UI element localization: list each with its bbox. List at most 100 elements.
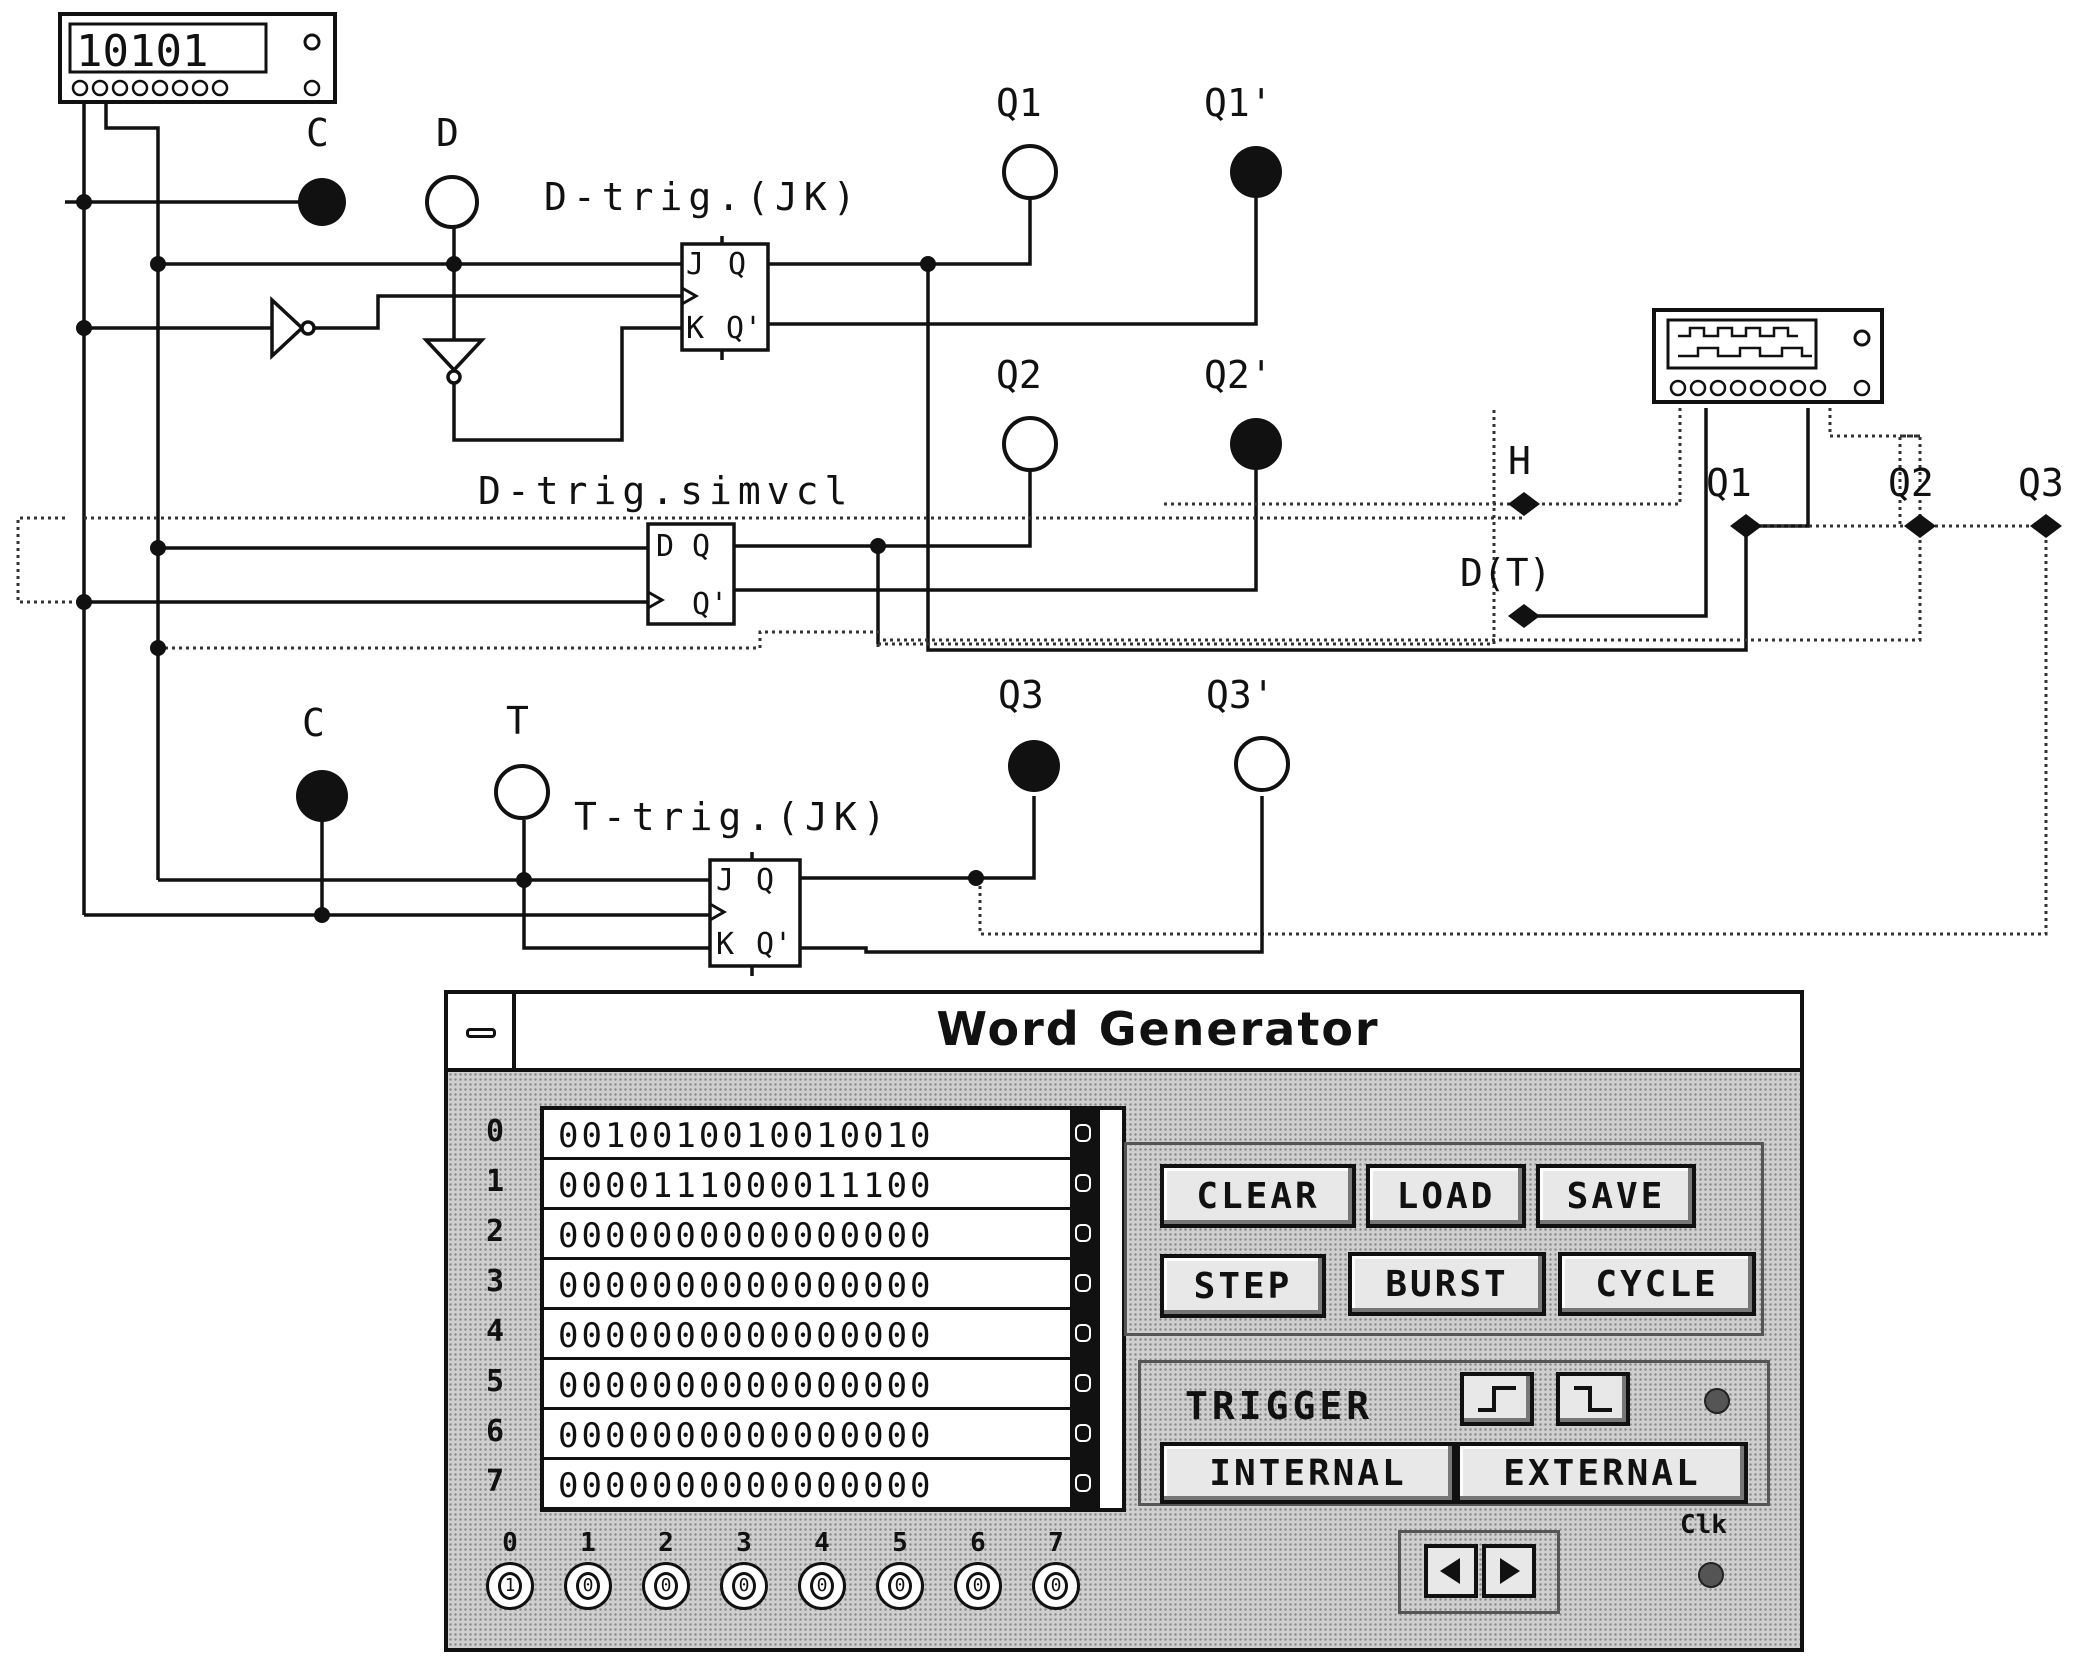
- output-number: 4: [814, 1528, 830, 1558]
- output-value: 0: [654, 1572, 678, 1600]
- word-list[interactable]: 0010010010010010 0000111000011100 00000000…: [540, 1106, 1100, 1512]
- word-index: 0: [486, 1114, 505, 1149]
- output-number: 5: [892, 1528, 908, 1558]
- word-value[interactable]: 0000000000000000: [558, 1216, 934, 1256]
- indicator-t[interactable]: [494, 764, 550, 820]
- pin-q: Q: [728, 247, 746, 282]
- output-number: 1: [580, 1528, 596, 1558]
- output-terminal[interactable]: 1: [486, 1562, 534, 1610]
- logic-analyzer-instrument[interactable]: [1652, 308, 1884, 404]
- word-index: 5: [486, 1364, 505, 1399]
- d-trig-simvol-label: D-trig.simvcl: [478, 469, 853, 513]
- row-marker-icon: [1070, 1260, 1096, 1307]
- indicator-c-top[interactable]: [298, 178, 346, 226]
- clock-label: Clk: [1680, 1510, 1727, 1540]
- increase-button[interactable]: [1482, 1544, 1536, 1598]
- word-index: 3: [486, 1264, 505, 1299]
- word-index: 6: [486, 1414, 505, 1449]
- label-q1-inverted: Q1': [1204, 81, 1273, 125]
- indicator-q1[interactable]: [1002, 144, 1058, 200]
- indicator-q3-inverted[interactable]: [1234, 736, 1290, 792]
- word-generator-instrument[interactable]: 10101: [58, 12, 337, 104]
- output-terminal[interactable]: 0: [876, 1562, 924, 1610]
- output-value: 0: [966, 1572, 990, 1600]
- window-title-bar[interactable]: Word Generator: [448, 994, 1800, 1072]
- t-trigger-jk-flipflop[interactable]: J Q K Q': [708, 852, 802, 976]
- d-trigger-jk-flipflop[interactable]: J Q K Q': [680, 236, 770, 360]
- falling-edge-button[interactable]: [1556, 1372, 1630, 1426]
- word-row[interactable]: 0000111000011100: [544, 1160, 1096, 1210]
- pin-q: Q: [756, 863, 774, 898]
- system-menu-button[interactable]: [448, 994, 516, 1068]
- pin-k: K: [686, 311, 704, 346]
- row-marker-icon: [1070, 1160, 1096, 1207]
- label-q3: Q3: [998, 673, 1044, 717]
- indicator-q3[interactable]: [1008, 740, 1060, 792]
- word-row[interactable]: 0010010010010010: [544, 1110, 1096, 1160]
- output-terminal[interactable]: 0: [1032, 1562, 1080, 1610]
- cycle-button[interactable]: CYCLE: [1558, 1252, 1756, 1316]
- word-value[interactable]: 0000000000000000: [558, 1266, 934, 1306]
- output-terminal[interactable]: 0: [798, 1562, 846, 1610]
- clear-button[interactable]: CLEAR: [1160, 1164, 1356, 1228]
- decrease-button[interactable]: [1424, 1544, 1478, 1598]
- word-value[interactable]: 0000000000000000: [558, 1416, 934, 1456]
- output-value: 0: [732, 1572, 756, 1600]
- label-c: C: [306, 111, 329, 155]
- output-terminal[interactable]: 0: [720, 1562, 768, 1610]
- indicator-c-bottom[interactable]: [296, 770, 348, 822]
- word-index: 1: [486, 1164, 505, 1199]
- output-terminal[interactable]: 0: [564, 1562, 612, 1610]
- word-value[interactable]: 0000111000011100: [558, 1166, 934, 1206]
- word-value[interactable]: 0000000000000000: [558, 1366, 934, 1406]
- indicator-d[interactable]: [425, 175, 479, 229]
- word-index: 2: [486, 1214, 505, 1249]
- burst-button[interactable]: BURST: [1348, 1252, 1546, 1316]
- indicator-q1-inverted[interactable]: [1230, 146, 1282, 198]
- internal-button[interactable]: INTERNAL: [1160, 1442, 1456, 1504]
- word-value[interactable]: 0010010010010010: [558, 1116, 934, 1156]
- output-terminal[interactable]: 0: [642, 1562, 690, 1610]
- pin-d: D: [656, 529, 674, 564]
- word-row[interactable]: 0000000000000000: [544, 1460, 1096, 1510]
- word-index: 7: [486, 1464, 505, 1499]
- row-marker-icon: [1070, 1110, 1096, 1157]
- external-button[interactable]: EXTERNAL: [1456, 1442, 1748, 1504]
- trigger-group: [1138, 1360, 1770, 1506]
- load-button[interactable]: LOAD: [1366, 1164, 1526, 1228]
- pin-k: K: [716, 927, 734, 962]
- word-value[interactable]: 0000000000000000: [558, 1466, 934, 1506]
- scope-label-q1: Q1: [1706, 461, 1752, 505]
- word-row[interactable]: 0000000000000000: [544, 1210, 1096, 1260]
- inverter-gate: [421, 338, 487, 385]
- step-button[interactable]: STEP: [1160, 1254, 1326, 1318]
- label-h: H: [1508, 439, 1531, 483]
- t-trig-jk-label: T-trig.(JK): [574, 795, 892, 839]
- indicator-q2-inverted[interactable]: [1230, 418, 1282, 470]
- triangle-left-icon: [1440, 1558, 1460, 1584]
- output-number: 0: [502, 1528, 518, 1558]
- rising-edge-icon: [1478, 1386, 1516, 1412]
- indicator-q2[interactable]: [1002, 416, 1058, 472]
- row-marker-icon: [1070, 1410, 1096, 1457]
- label-c-bottom: C: [302, 701, 325, 745]
- word-row[interactable]: 0000000000000000: [544, 1260, 1096, 1310]
- word-row[interactable]: 0000000000000000: [544, 1360, 1096, 1410]
- circuit-schematic: 10101: [16, 12, 2064, 976]
- falling-edge-icon: [1574, 1386, 1612, 1412]
- d-trigger-flipflop[interactable]: D Q Q': [646, 522, 736, 626]
- rising-edge-button[interactable]: [1460, 1372, 1534, 1426]
- word-value[interactable]: 0000000000000000: [558, 1316, 934, 1356]
- label-q2-inverted: Q2': [1204, 353, 1273, 397]
- output-terminal[interactable]: 0: [954, 1562, 1002, 1610]
- label-d: D: [436, 111, 459, 155]
- word-list-scrollbar[interactable]: [1100, 1106, 1126, 1512]
- word-row[interactable]: 0000000000000000: [544, 1310, 1096, 1360]
- output-number: 7: [1048, 1528, 1064, 1558]
- word-index: 4: [486, 1314, 505, 1349]
- word-row[interactable]: 0000000000000000: [544, 1410, 1096, 1460]
- save-button[interactable]: SAVE: [1536, 1164, 1696, 1228]
- output-number: 6: [970, 1528, 986, 1558]
